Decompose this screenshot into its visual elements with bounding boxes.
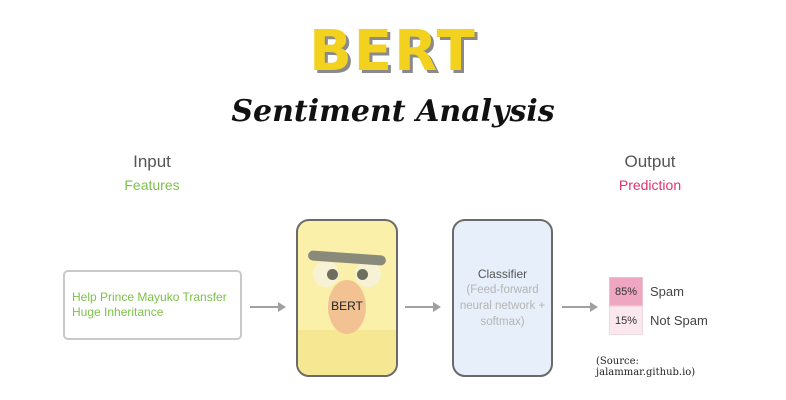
source-credit: (Source: jalammar.github.io): [596, 356, 696, 378]
class-label: Not Spam: [650, 313, 708, 328]
classifier-box: Classifier (Feed-forward neural network …: [452, 219, 553, 377]
prediction-row: 85% Spam: [609, 277, 684, 306]
input-text: Help Prince Mayuko Transfer Huge Inherit…: [72, 290, 227, 319]
right-pupil-icon: [357, 269, 368, 280]
output-heading: Output: [624, 152, 676, 171]
input-text-box: Help Prince Mayuko Transfer Huge Inherit…: [63, 270, 242, 340]
arrow-bert-to-classifier: [405, 302, 441, 312]
bert-label: BERT: [331, 299, 363, 313]
arrow-input-to-bert: [250, 302, 286, 312]
arrow-classifier-to-output: [562, 302, 598, 312]
prediction-label: Prediction: [618, 177, 682, 193]
features-label: Features: [124, 177, 180, 193]
classifier-description: (Feed-forward neural network + softmax): [459, 284, 546, 328]
bert-model-box: BERT: [296, 219, 398, 377]
probability-cell: 85%: [609, 277, 643, 306]
probability-cell: 15%: [609, 306, 643, 335]
prediction-row: 15% Not Spam: [609, 306, 708, 335]
bert-body-shade: [298, 330, 396, 375]
class-label: Spam: [650, 284, 684, 299]
subtitle: Sentiment Analysis: [231, 94, 555, 129]
left-pupil-icon: [327, 269, 338, 280]
nose-icon: [328, 280, 366, 334]
input-heading: Input: [133, 152, 171, 171]
classifier-title: Classifier: [477, 267, 528, 281]
title: BERT: [309, 19, 477, 84]
